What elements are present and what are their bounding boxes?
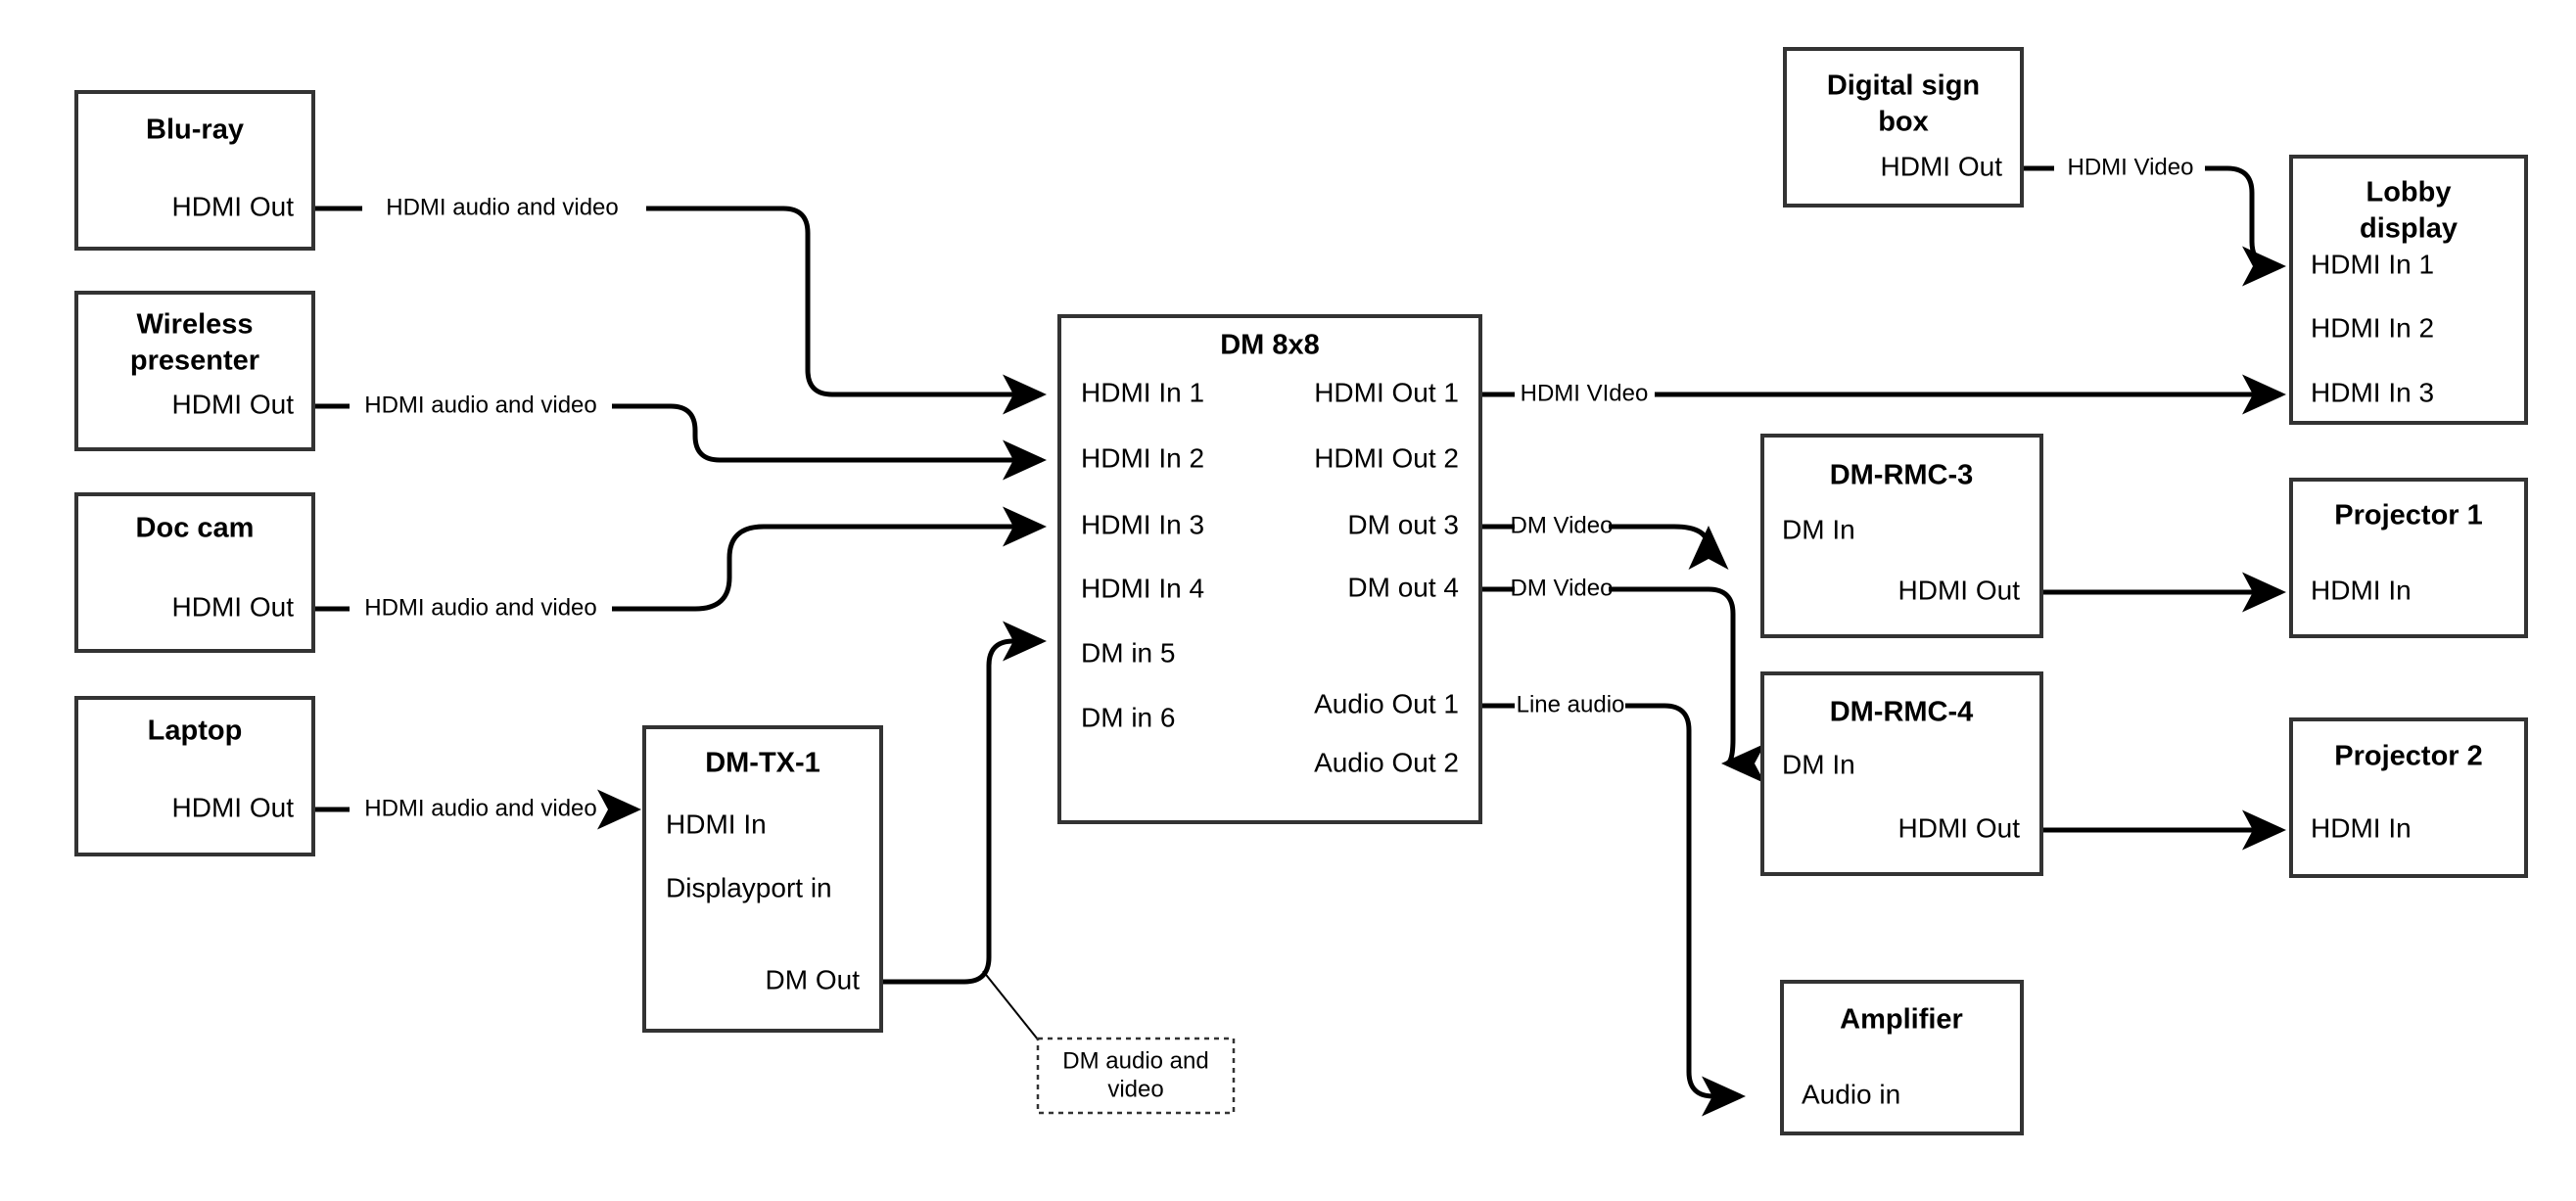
dm-tx-1-title: DM-TX-1 <box>705 748 820 779</box>
dm-8x8-box[interactable] <box>1057 314 1482 824</box>
doc-cam-box[interactable] <box>74 492 315 653</box>
node-dm-tx-1[interactable]: DM-TX-1 HDMI In Displayport in DM Out <box>642 725 883 1033</box>
dm-tx-1-port-dm-out: DM Out <box>766 964 861 994</box>
node-digital-sign-box[interactable]: Digital sign box HDMI Out <box>1783 47 2024 208</box>
projector-2-box[interactable] <box>2289 717 2528 878</box>
wireless-presenter-box[interactable] <box>74 291 315 451</box>
amplifier-port-audio-in: Audio in <box>1802 1079 1900 1109</box>
link-label-bluray: HDMI audio and video <box>386 194 618 220</box>
doc-cam-port-hdmi-out: HDMI Out <box>172 591 295 622</box>
dm-8x8-input-dm-in-5: DM in 5 <box>1081 637 1175 668</box>
wire-laptop-to-dmtx1: HDMI audio and video <box>313 789 641 830</box>
node-dm-8x8[interactable]: DM 8x8 HDMI In 1 HDMI In 2 HDMI In 3 HDM… <box>1057 314 1482 824</box>
dm-rmc-3-port-hdmi-out: HDMI Out <box>1898 575 2021 605</box>
lobby-display-port-hdmi-in-1: HDMI In 1 <box>2311 249 2434 279</box>
link-label-line-audio: Line audio <box>1517 691 1625 717</box>
node-projector-2[interactable]: Projector 2 HDMI In <box>2289 717 2528 878</box>
dm-8x8-input-dm-in-6: DM in 6 <box>1081 702 1175 732</box>
dm-8x8-title: DM 8x8 <box>1220 330 1320 361</box>
projector-1-port-hdmi-in: HDMI In <box>2311 575 2412 605</box>
link-label-wireless: HDMI audio and video <box>364 392 596 418</box>
lobby-display-title-line2: display <box>2360 213 2458 245</box>
wire-doccam-to-dm8x8: HDMI audio and video <box>313 506 1047 621</box>
dm-tx-1-box[interactable] <box>642 725 883 1033</box>
digital-sign-title-line2: box <box>1878 107 1929 138</box>
amplifier-box[interactable] <box>1780 980 2024 1135</box>
callout-dm-audio-and-video: DM audio and video <box>1036 1037 1236 1115</box>
lobby-display-port-hdmi-in-2: HDMI In 2 <box>2311 312 2434 343</box>
dm-8x8-output-audio-out-1: Audio Out 1 <box>1314 688 1459 718</box>
link-label-dm-video-out3: DM Video <box>1511 512 1614 538</box>
node-doc-cam[interactable]: Doc cam HDMI Out <box>74 492 315 653</box>
connection-wires: HDMI audio and video HDMI audio and vide… <box>313 154 2286 1117</box>
dm-rmc-3-box[interactable] <box>1760 434 2043 638</box>
wire-bluray-to-dm8x8: HDMI audio and video <box>313 194 1047 415</box>
dm-8x8-output-dm-out-3: DM out 3 <box>1347 509 1459 539</box>
callout-line1: DM audio and <box>1062 1047 1208 1074</box>
dm-rmc-4-box[interactable] <box>1760 671 2043 876</box>
wire-dm8x8-to-lobby: HDMI VIdeo <box>1480 374 2286 415</box>
laptop-box[interactable] <box>74 696 315 856</box>
node-lobby-display[interactable]: Lobby display HDMI In 1 HDMI In 2 HDMI I… <box>2289 155 2528 425</box>
dm-8x8-input-hdmi-in-4: HDMI In 4 <box>1081 573 1204 603</box>
link-label-hdmi-video-sign: HDMI Video <box>2068 154 2194 180</box>
wire-dm8x8-to-amplifier: Line audio <box>1480 691 1746 1117</box>
node-amplifier[interactable]: Amplifier Audio in <box>1780 980 2024 1135</box>
wire-dmtx1-to-dm8x8 <box>881 621 1047 1050</box>
node-dm-rmc-4[interactable]: DM-RMC-4 DM In HDMI Out <box>1760 671 2043 876</box>
lobby-display-title-line1: Lobby <box>2366 177 2452 208</box>
wireless-presenter-title-line1: Wireless <box>136 309 253 341</box>
link-label-laptop: HDMI audio and video <box>364 795 596 821</box>
digital-sign-box[interactable] <box>1783 47 2024 208</box>
wire-dm8x8-to-dmrmc4: DM Video <box>1480 575 1766 784</box>
dm-8x8-input-hdmi-in-2: HDMI In 2 <box>1081 442 1204 473</box>
dm-rmc-4-port-hdmi-out: HDMI Out <box>1898 812 2021 843</box>
wire-digitalsign-to-lobby: HDMI Video <box>2022 154 2286 287</box>
node-projector-1[interactable]: Projector 1 HDMI In <box>2289 478 2528 638</box>
bluray-title: Blu-ray <box>146 115 244 146</box>
projector-1-box[interactable] <box>2289 478 2528 638</box>
dm-8x8-output-dm-out-4: DM out 4 <box>1347 572 1459 602</box>
dm-8x8-output-hdmi-out-2: HDMI Out 2 <box>1314 442 1459 473</box>
dm-rmc-4-port-dm-in: DM In <box>1782 749 1855 779</box>
lobby-display-port-hdmi-in-3: HDMI In 3 <box>2311 377 2434 407</box>
digital-sign-title-line1: Digital sign <box>1827 70 1980 102</box>
lobby-display-box[interactable] <box>2289 155 2528 425</box>
dm-tx-1-port-hdmi-in: HDMI In <box>666 808 767 839</box>
link-label-hdmi-video-out1: HDMI VIdeo <box>1521 380 1649 406</box>
projector-2-title: Projector 2 <box>2334 741 2483 772</box>
dm-rmc-4-title: DM-RMC-4 <box>1830 697 1974 728</box>
link-label-doccam: HDMI audio and video <box>364 594 596 621</box>
node-laptop[interactable]: Laptop HDMI Out <box>74 696 315 856</box>
wire-wireless-to-dm8x8: HDMI audio and video <box>313 392 1047 481</box>
dm-tx-1-port-displayport-in: Displayport in <box>666 872 832 902</box>
callout-box <box>1036 1037 1236 1115</box>
dm-8x8-output-hdmi-out-1: HDMI Out 1 <box>1314 377 1459 407</box>
wireless-presenter-port-hdmi-out: HDMI Out <box>172 389 295 419</box>
node-wireless-presenter[interactable]: Wireless presenter HDMI Out <box>74 291 315 451</box>
dm-8x8-output-audio-out-2: Audio Out 2 <box>1314 747 1459 777</box>
dm-8x8-input-hdmi-in-1: HDMI In 1 <box>1081 377 1204 407</box>
digital-sign-port-hdmi-out: HDMI Out <box>1881 151 2003 181</box>
doc-cam-title: Doc cam <box>136 513 255 544</box>
dm-rmc-3-port-dm-in: DM In <box>1782 514 1855 544</box>
callout-leader-line <box>982 970 1047 1050</box>
laptop-title: Laptop <box>148 716 243 747</box>
node-bluray[interactable]: Blu-ray HDMI Out <box>74 90 315 251</box>
projector-1-title: Projector 1 <box>2334 500 2483 531</box>
dm-rmc-3-title: DM-RMC-3 <box>1830 460 1974 491</box>
laptop-port-hdmi-out: HDMI Out <box>172 792 295 822</box>
wireless-presenter-title-line2: presenter <box>130 346 259 377</box>
bluray-box[interactable] <box>74 90 315 251</box>
link-label-dm-video-out4: DM Video <box>1511 575 1614 601</box>
projector-2-port-hdmi-in: HDMI In <box>2311 812 2412 843</box>
bluray-port-hdmi-out: HDMI Out <box>172 191 295 221</box>
callout-line2: video <box>1107 1076 1163 1102</box>
wire-dm8x8-to-dmrmc3: DM Video <box>1480 512 1729 570</box>
amplifier-title: Amplifier <box>1840 1004 1963 1036</box>
dm-8x8-input-hdmi-in-3: HDMI In 3 <box>1081 509 1204 539</box>
node-dm-rmc-3[interactable]: DM-RMC-3 DM In HDMI Out <box>1760 434 2043 638</box>
